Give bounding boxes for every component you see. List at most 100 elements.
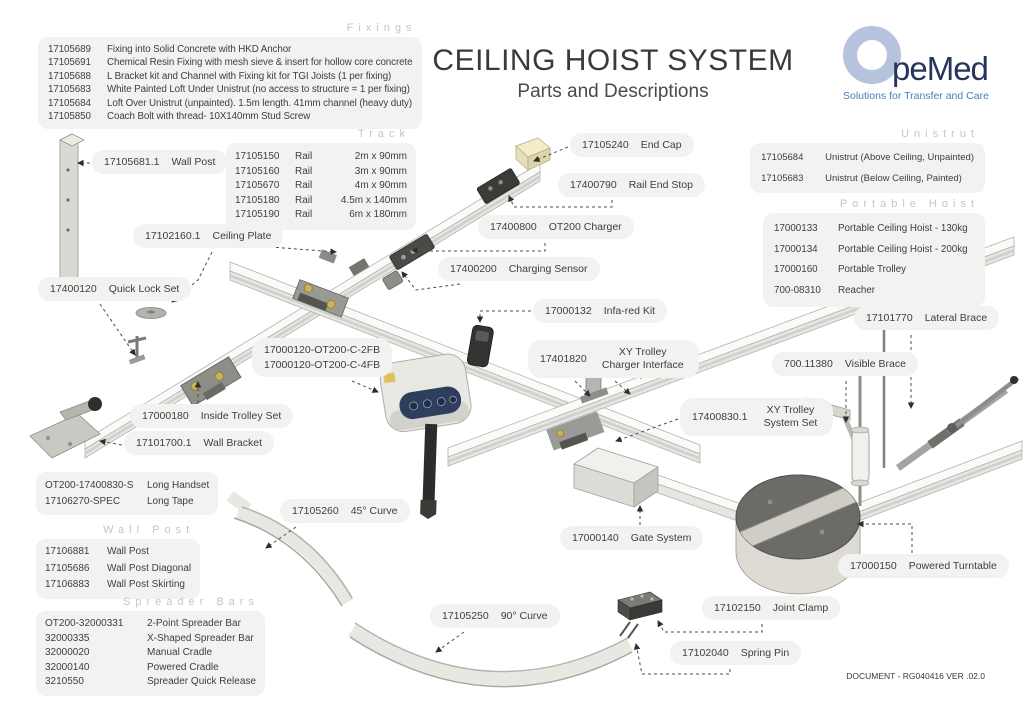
part-code: 17000150 [850,560,897,572]
part-code: 32000335 [45,632,90,644]
part-code: 17105850 [48,111,91,123]
part-size: 6m x 180mm [349,209,407,221]
inside-trolley-set-drawing [180,356,242,407]
part-code: 17400200 [450,263,497,275]
part-code: 17105681.1 [104,156,160,168]
part-desc: Manual Cradle [147,647,213,659]
part-desc: Coach Bolt with thread- 10X140mm Stud Sc… [107,111,311,123]
part-code: 17401820 [540,353,587,365]
part-size: 4.5m x 140mm [340,194,407,206]
part-desc: Wall Post Skirting [107,579,185,590]
joint-clamp-drawing [617,591,663,621]
part-code: 17106270-SPEC [45,495,121,507]
rail-end-stop-drawing [476,168,520,204]
part-code: 17000160 [774,264,818,275]
part-label: Visible Brace [844,358,906,370]
part-desc: Wall Post [107,546,149,557]
part-code: 17400830.1 [692,411,748,423]
page-title: CEILING HOIST SYSTEM [432,44,794,77]
part-code: 17102150 [714,602,761,614]
ot200-charger-drawing [389,234,435,270]
part-code: 17105684 [761,152,804,163]
part-size: 2m x 90mm [354,151,407,162]
spring-pin-drawing [619,621,639,639]
part-code: 17101770 [866,312,913,324]
part-label: 90° Curve [500,610,548,622]
curve-90-drawing [348,622,634,688]
part-label: XY Trolley System Set [763,404,818,429]
part-label: Gate System [630,532,692,544]
curve-45-drawing [226,491,354,607]
section-header-portable-hoist: Portable Hoist [839,198,979,210]
crossing-trolley-drawing [292,279,349,318]
part-code: 32000140 [45,661,90,673]
wall-bracket-drawing [29,397,102,459]
part-code: 17105180 [235,194,280,206]
part-code: 17000134 [774,243,818,255]
part-type: Rail [295,151,313,162]
part-label: Spring Pin [740,647,790,659]
hoist-unit-drawing [379,353,472,433]
part-desc: Fixing into Solid Concrete with HKD Anch… [107,44,292,55]
part-desc: 2-Point Spreader Bar [147,618,241,629]
gate-system-drawing [573,447,659,508]
charging-sensor-drawing [382,270,403,290]
part-code: 32000020 [45,647,90,659]
part-code: 17106883 [45,579,90,590]
section-header-unistrut: Unistrut [901,128,979,140]
part-desc: Portable Ceiling Hoist - 130kg [838,223,968,234]
part-desc: X-Shaped Spreader Bar [147,632,254,644]
part-code: 17101700.1 [136,437,192,449]
part-code: 17102160.1 [145,230,201,242]
part-code: 17105689 [48,44,91,55]
part-desc: White Painted Loft Under Unistrut (no ac… [107,84,410,96]
part-code: 17400120 [50,283,97,295]
part-size: 3m x 90mm [354,165,407,177]
callout-inside-trolley-set: 17000180 Inside Trolley Set [130,404,294,428]
part-code: 17105150 [235,151,280,162]
opemed-logo-text: peMed [892,50,989,87]
part-code: 17000180 [142,410,189,422]
rail-beam-turntable-in [651,472,745,524]
part-code: 17105160 [235,165,280,177]
title-block: CEILING HOIST SYSTEM Parts and Descripti… [432,44,793,103]
part-code: 17105683 [48,84,91,96]
lateral-brace-drawing [881,315,1020,471]
part-code: 17105240 [582,139,629,151]
powered-turntable-drawing [735,474,861,595]
part-code: 17105190 [235,209,280,221]
quick-lock-set-drawing [127,336,147,365]
rail-plate [318,249,337,264]
part-code: 17400800 [490,221,537,233]
infa-red-kit-drawing [466,324,494,368]
part-label: End Cap [640,139,682,151]
part-code: 17105260 [292,505,339,517]
part-label: Wall Bracket [203,437,263,449]
part-code: OT200-32000331 [45,618,124,629]
ceiling-plate-drawing [135,307,167,319]
part-label: Quick Lock Set [108,283,180,295]
part-label: Inside Trolley Set [200,410,282,422]
part-code: 17000132 [545,305,592,317]
part-code: 17400790 [570,179,617,191]
part-desc: L Bracket kit and Channel with Fixing ki… [107,70,392,82]
part-desc: Loft Over Unistrut (unpainted). 1.5m len… [107,97,413,109]
callout-xy-trolley-system-set: 17400830.1 XY Trolley System Set [680,398,834,436]
part-type: Rail [295,165,313,177]
